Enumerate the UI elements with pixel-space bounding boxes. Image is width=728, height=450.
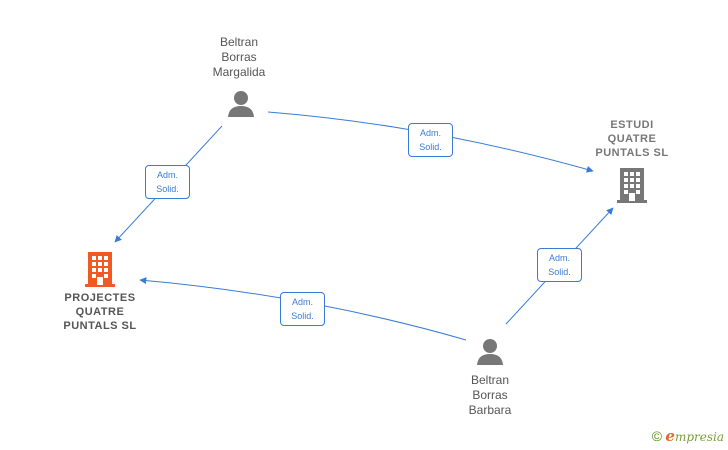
person-icon[interactable]: [226, 89, 256, 119]
edge-role-line: Solid.: [156, 184, 179, 194]
person-name-line: Beltran: [470, 373, 510, 387]
person-name-line: Borras: [221, 50, 257, 64]
person-icon[interactable]: [475, 337, 505, 367]
copyright-symbol: ©: [651, 428, 663, 444]
company-label-estudi: ESTUDI QUATRE PUNTALS SL: [588, 118, 676, 160]
edge-label-barbara-estudi[interactable]: Adm. Solid.: [537, 248, 582, 282]
company-name-line: PUNTALS SL: [63, 320, 137, 332]
person-name-line: Beltran: [219, 35, 259, 49]
edge-role-line: Solid.: [548, 267, 571, 277]
edge-role-line: Adm.: [291, 297, 313, 307]
edge-label-margalida-projectes[interactable]: Adm. Solid.: [145, 165, 190, 199]
edge-role-line: Adm.: [548, 253, 570, 263]
company-name-line: ESTUDI: [610, 119, 654, 131]
building-icon[interactable]: [615, 167, 649, 203]
company-label-projectes: PROJECTES QUATRE PUNTALS SL: [50, 291, 150, 333]
building-icon[interactable]: [83, 251, 117, 287]
edge-label-margalida-estudi[interactable]: Adm. Solid.: [408, 123, 453, 157]
brand-logo-initial: e: [665, 427, 675, 445]
person-name-line: Margalida: [212, 65, 266, 79]
edge-role-line: Solid.: [419, 142, 442, 152]
company-name-line: QUATRE: [75, 306, 125, 318]
edge-role-line: Adm.: [419, 128, 441, 138]
company-name-line: PUNTALS SL: [595, 147, 669, 159]
brand-footer: © empresia: [652, 427, 724, 445]
edge-role-line: Solid.: [291, 311, 314, 321]
person-label-barbara: Beltran Borras Barbara: [451, 373, 529, 418]
person-label-margalida: Beltran Borras Margalida: [200, 35, 278, 80]
company-name-line: QUATRE: [607, 133, 657, 145]
brand-logo-text: mpresia: [674, 430, 724, 444]
edge-role-line: Adm.: [156, 170, 178, 180]
company-name-line: PROJECTES: [64, 292, 136, 304]
person-name-line: Barbara: [468, 403, 512, 417]
edge-label-barbara-projectes[interactable]: Adm. Solid.: [280, 292, 325, 326]
person-name-line: Borras: [472, 388, 508, 402]
